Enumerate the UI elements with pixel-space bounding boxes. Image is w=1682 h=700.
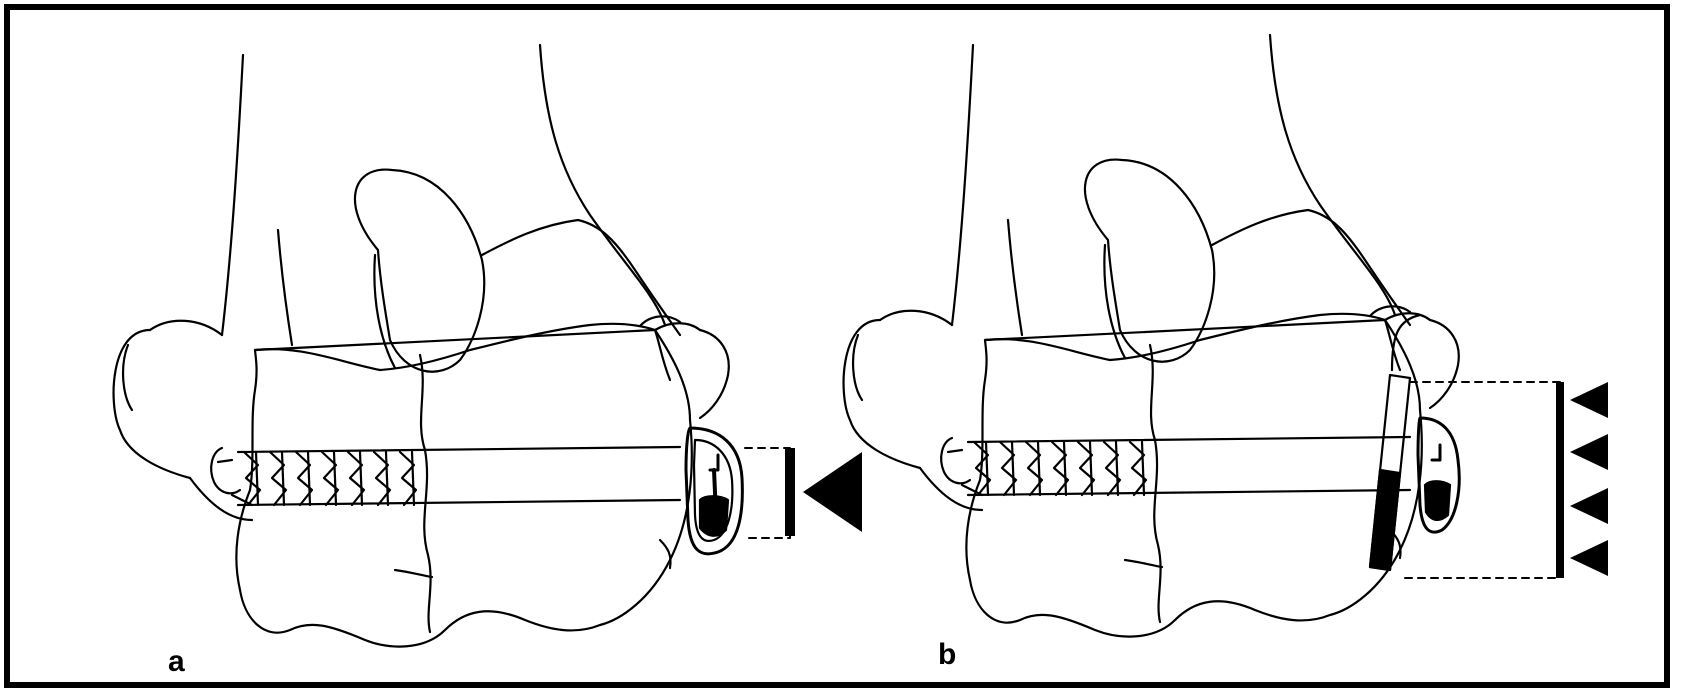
panel-label-a: a: [168, 645, 185, 679]
arrowhead-icon: [803, 452, 862, 532]
panel-a-illustration: [114, 45, 862, 647]
compression-indicator-a: [745, 448, 862, 538]
elbow-bones-a: [114, 45, 729, 647]
panel-b-illustration: [844, 35, 1608, 637]
arrowhead-icon: [1570, 540, 1608, 576]
compression-indicator-b: [1405, 382, 1608, 578]
screw-b: [941, 437, 1410, 495]
elbow-bones-b: [844, 35, 1459, 637]
arrowhead-icon: [1570, 488, 1608, 524]
washer-b: [1418, 418, 1459, 532]
panel-label-b: b: [938, 638, 956, 672]
screw-a: [211, 447, 680, 505]
arrowhead-icon: [1570, 434, 1608, 470]
arrowhead-icon: [1570, 382, 1608, 418]
washer-a: [686, 428, 742, 554]
